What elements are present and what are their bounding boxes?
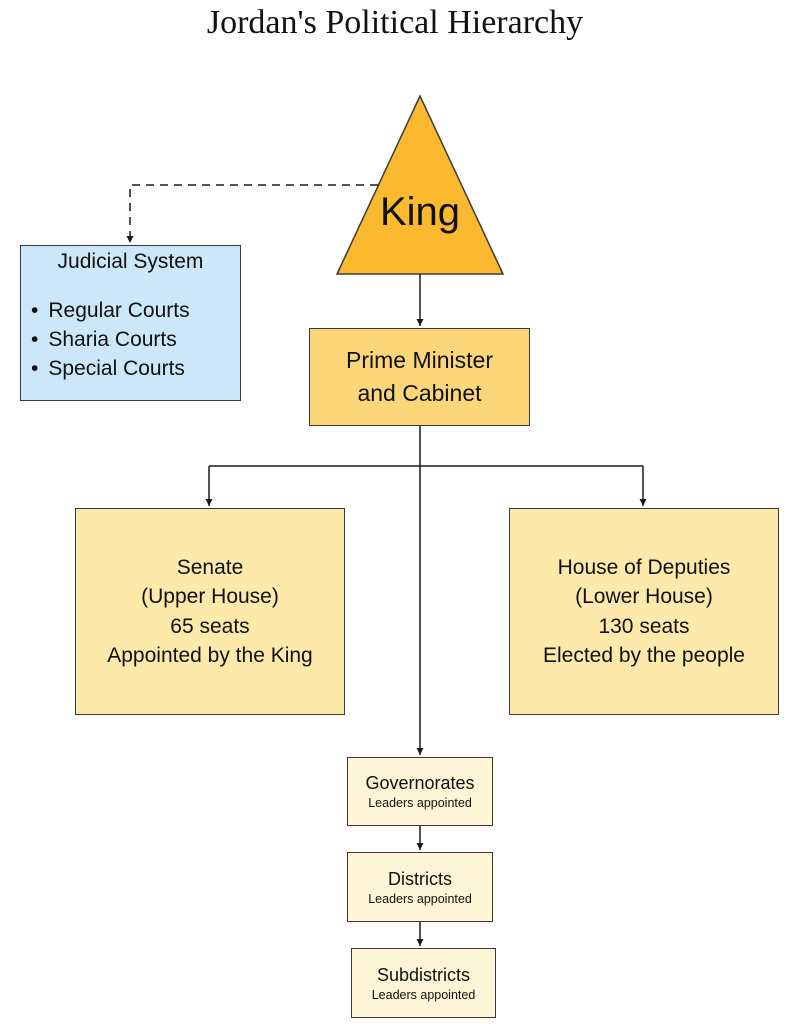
diagram-title: Jordan's Political Hierarchy <box>206 4 584 41</box>
governorates-box: Governorates Leaders appointed <box>347 757 493 826</box>
districts-box: Districts Leaders appointed <box>347 852 493 922</box>
senate-selection: Appointed by the King <box>107 644 313 667</box>
senate-house-type: (Upper House) <box>141 585 279 608</box>
judicial-system-title: Judicial System <box>57 250 204 273</box>
deputies-house-type: (Lower House) <box>575 585 713 608</box>
judicial-system-box: Judicial System Regular Courts Sharia Co… <box>20 245 241 401</box>
court-item-sharia: Sharia Courts <box>31 325 190 354</box>
court-item-regular: Regular Courts <box>31 296 189 325</box>
deputies-name: House of Deputies <box>557 555 731 579</box>
subdistricts-note: Leaders appointed <box>371 987 476 1002</box>
deputies-selection: Elected by the people <box>543 644 745 667</box>
senate-seats: 65 seats <box>170 614 250 638</box>
governorates-name: Governorates <box>365 773 475 793</box>
senate-box: Senate (Upper House) 65 seats Appointed … <box>75 508 345 715</box>
king-label: King <box>379 190 461 234</box>
governorates-note: Leaders appointed <box>368 796 472 810</box>
subdistricts-name: Subdistricts <box>376 964 471 985</box>
house-of-deputies-box: House of Deputies (Lower House) 130 seat… <box>509 508 779 715</box>
king-to-judicial-dashed-connector <box>126 184 378 243</box>
deputies-seats: 130 seats <box>598 614 690 638</box>
prime-minister-cabinet-box: Prime Minister and Cabinet <box>309 328 530 426</box>
districts-note: Leaders appointed <box>368 891 472 906</box>
court-item-special: Special Courts <box>31 354 190 383</box>
cabinet-label-line1: Prime Minister <box>346 347 493 373</box>
court-list: Regular Courts Sharia Courts Special Cou… <box>21 296 190 383</box>
cabinet-label-line2: and Cabinet <box>357 380 482 406</box>
subdistricts-box: Subdistricts Leaders appointed <box>351 948 496 1018</box>
districts-name: Districts <box>388 868 452 889</box>
senate-name: Senate <box>176 555 244 579</box>
